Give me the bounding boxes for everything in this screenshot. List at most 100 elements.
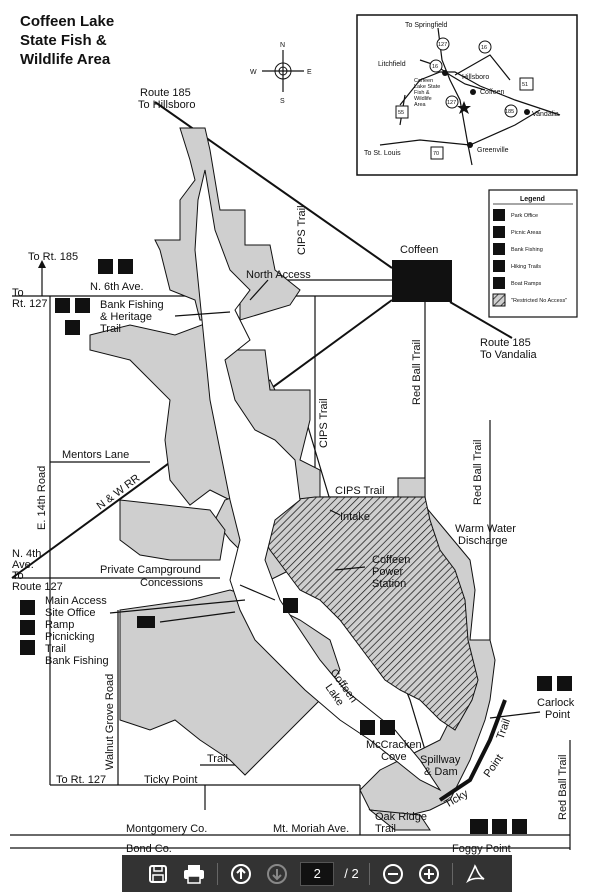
fish-icon: [380, 720, 395, 735]
svg-text:Oak Ridge: Oak Ridge: [375, 811, 427, 823]
svg-text:Bank Fishing: Bank Fishing: [511, 247, 543, 253]
svg-text:Legend: Legend: [520, 196, 545, 203]
svg-text:Litchfield: Litchfield: [378, 61, 406, 68]
svg-text:Hiking Trails: Hiking Trails: [511, 264, 541, 270]
svg-text:Bank Fishing: Bank Fishing: [45, 655, 109, 667]
previous-page-button[interactable]: [228, 861, 254, 887]
svg-text:Mentors Lane: Mentors Lane: [62, 449, 129, 461]
save-button[interactable]: [145, 861, 171, 887]
svg-text:Red Ball Trail: Red Ball Trail: [411, 340, 423, 405]
svg-text:Ticky Point: Ticky Point: [144, 774, 197, 786]
svg-text:Point: Point: [482, 752, 506, 779]
map-labels: Route 185 To Hillsboro Coffeen Route 185…: [12, 87, 575, 855]
svg-text:Carlock: Carlock: [537, 697, 575, 709]
svg-text:Foggy Point: Foggy Point: [452, 843, 511, 855]
hiker-icon: [512, 819, 527, 834]
svg-text:Coffeen: Coffeen: [400, 244, 438, 256]
zoom-out-button[interactable]: [380, 861, 406, 887]
svg-text:Coffeen: Coffeen: [372, 554, 410, 566]
svg-text:Wildlife Area: Wildlife Area: [20, 51, 111, 68]
svg-text:To Rt. 127: To Rt. 127: [56, 774, 106, 786]
svg-text:Picnic Areas: Picnic Areas: [511, 230, 542, 236]
arrow-up-circle-icon: [231, 863, 252, 884]
svg-text:Ramp: Ramp: [45, 619, 74, 631]
save-icon: [149, 864, 168, 883]
svg-text:Concessions: Concessions: [140, 577, 203, 589]
boat-ramp-icon: [493, 277, 505, 289]
svg-text:To Vandalia: To Vandalia: [480, 349, 538, 361]
coffeen-town-block: [392, 260, 452, 302]
svg-text:127: 127: [447, 100, 456, 106]
svg-text:CIPS Trail: CIPS Trail: [318, 398, 330, 448]
svg-text:Trail: Trail: [100, 323, 121, 335]
restricted-hatch-icon: [492, 293, 506, 307]
svg-text:State Fish &: State Fish &: [20, 32, 107, 49]
svg-text:Park Office: Park Office: [511, 213, 538, 219]
svg-text:Coffeen: Coffeen: [414, 78, 433, 84]
svg-text:To Rt. 185: To Rt. 185: [28, 251, 78, 263]
svg-text:Route 127: Route 127: [12, 581, 63, 593]
compass-rose-icon: N S E W: [250, 42, 312, 105]
svg-text:Point: Point: [545, 709, 570, 721]
svg-text:N. 4th: N. 4th: [12, 548, 41, 560]
svg-text:"Restricted No Access": "Restricted No Access": [511, 298, 567, 304]
zoom-in-button[interactable]: [416, 861, 442, 887]
leader-lines: [109, 279, 541, 719]
svg-text:Main Access: Main Access: [45, 595, 107, 607]
next-page-button[interactable]: [264, 861, 290, 887]
arrow-up-icon: [38, 260, 46, 268]
inset-locator-map: To Springfield Litchfield Hillsboro Coff…: [356, 14, 578, 176]
svg-text:Route 185: Route 185: [140, 87, 191, 99]
svg-text:Station: Station: [372, 578, 406, 590]
svg-text:Power: Power: [372, 566, 404, 578]
svg-text:Trail: Trail: [45, 643, 66, 655]
svg-text:Coffeen: Coffeen: [480, 89, 504, 96]
acrobat-button[interactable]: [463, 861, 489, 887]
svg-text:To: To: [12, 287, 24, 299]
print-button[interactable]: [181, 861, 207, 887]
toolbar-divider: [217, 862, 219, 885]
restricted-area: [257, 496, 479, 731]
svg-text:51: 51: [522, 82, 528, 88]
pdf-toolbar: 2 / 2: [122, 855, 512, 892]
svg-text:55: 55: [398, 110, 404, 116]
hiker-icon: [493, 260, 505, 272]
svg-text:Mt. Moriah Ave.: Mt. Moriah Ave.: [273, 823, 349, 835]
svg-text:S: S: [280, 98, 285, 105]
svg-text:Fish &: Fish &: [414, 90, 430, 96]
fish-icon: [492, 819, 507, 834]
picnic-icon: [493, 226, 505, 238]
page-number-input[interactable]: 2: [300, 861, 335, 886]
svg-text:Bank Fishing: Bank Fishing: [100, 299, 164, 311]
svg-text:Coffeen Lake: Coffeen Lake: [20, 13, 114, 30]
boat-ramp-icon: [470, 819, 488, 834]
star-icon: [457, 101, 471, 114]
svg-text:Cove: Cove: [381, 751, 407, 763]
svg-text:North Access: North Access: [246, 269, 311, 281]
arrow-down-circle-icon: [267, 863, 288, 884]
park-office-icon: [20, 600, 35, 615]
map-title: Coffeen Lake State Fish & Wildlife Area: [20, 13, 114, 68]
dam: [438, 699, 507, 802]
svg-text:Discharge: Discharge: [458, 535, 508, 547]
svg-text:Site Office: Site Office: [45, 607, 96, 619]
svg-text:Wildlife: Wildlife: [414, 96, 432, 102]
svg-text:Vandalia: Vandalia: [532, 111, 559, 118]
printer-icon: [184, 864, 205, 884]
svg-text:Ave.: Ave.: [12, 559, 34, 571]
svg-text:Trail: Trail: [207, 753, 228, 765]
minus-circle-icon: [382, 863, 403, 884]
svg-text:Greenville: Greenville: [477, 147, 509, 154]
map-icons: [20, 259, 572, 834]
picnic-icon: [118, 259, 133, 274]
picnic-icon: [537, 676, 552, 691]
svg-text:Montgomery Co.: Montgomery Co.: [126, 823, 207, 835]
svg-text:16: 16: [481, 45, 487, 51]
toolbar-divider: [451, 862, 453, 885]
fish-icon: [75, 298, 90, 313]
fish-icon: [557, 676, 572, 691]
svg-text:& Heritage: & Heritage: [100, 311, 152, 323]
svg-text:Route 185: Route 185: [480, 337, 531, 349]
svg-text:Area: Area: [414, 102, 427, 108]
